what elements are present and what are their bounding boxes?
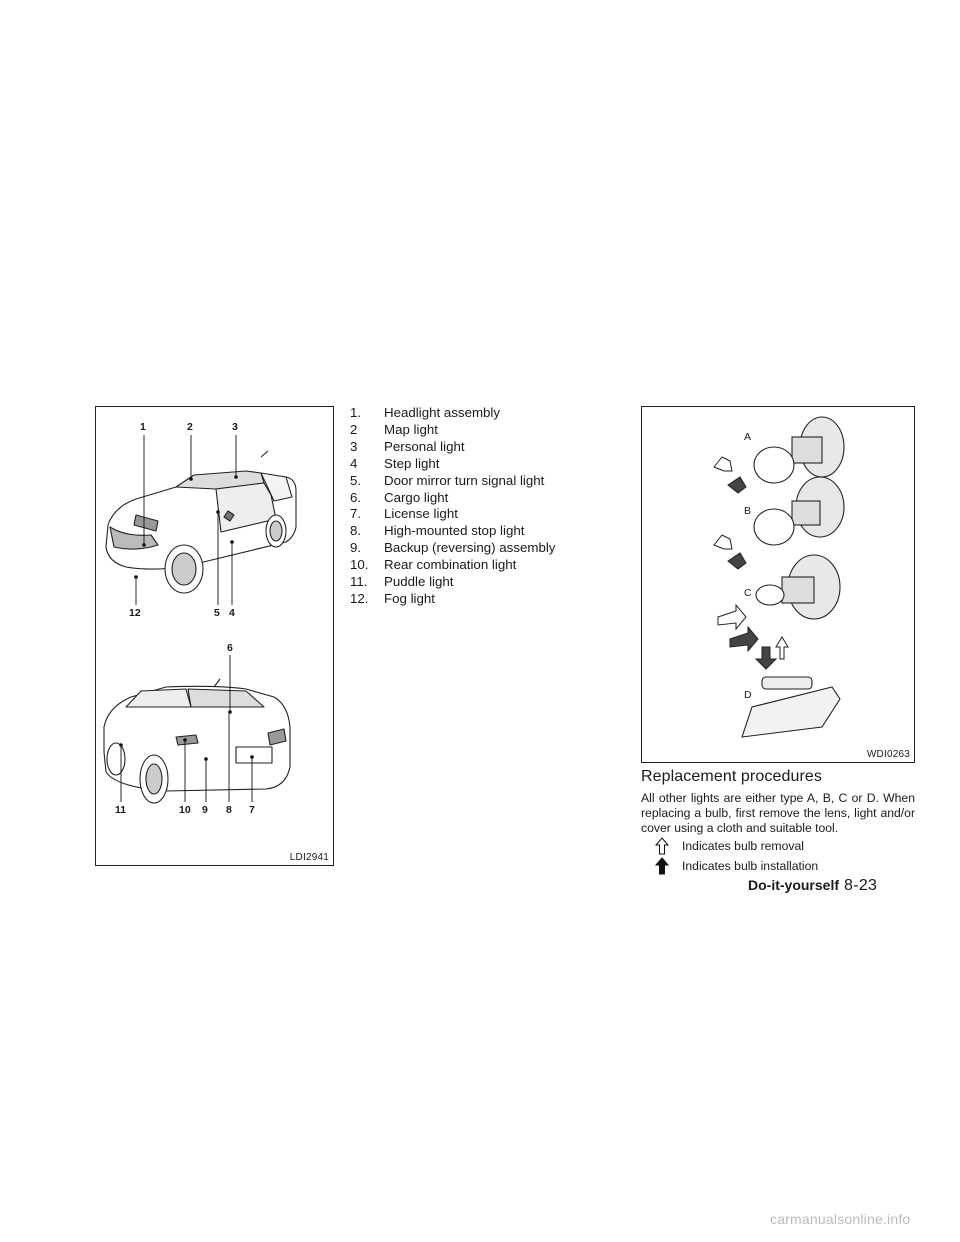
callout-11: 11 [115, 804, 127, 816]
section-body: All other lights are either type A, B, C… [641, 791, 915, 835]
list-item: 8.High-mounted stop light [350, 523, 525, 539]
vehicle-lights-figure: 1 2 3 12 5 4 6 11 10 9 8 7 LDI2941 [95, 406, 334, 866]
callout-6: 6 [227, 642, 233, 654]
callout-5: 5 [214, 607, 220, 619]
callout-7: 7 [249, 804, 255, 816]
legend-installation: Indicates bulb installation [655, 857, 818, 875]
list-item: 6.Cargo light [350, 489, 449, 505]
callout-4: 4 [229, 607, 235, 619]
list-item: 10.Rear combination light [350, 557, 517, 573]
solid-up-arrow-icon [655, 857, 669, 875]
page-footer: Do-it-yourself 8-23 [748, 877, 877, 895]
callout-12: 12 [129, 607, 141, 619]
bulb-illustration [713, 416, 845, 738]
figure-code: WDI0263 [866, 749, 910, 760]
list-item: 7.License light [350, 506, 458, 522]
vehicle-illustration [103, 435, 297, 804]
outline-up-arrow-icon [655, 837, 669, 855]
watermark: carmanualsonline.info [770, 1211, 911, 1227]
bulb-label-c: C [744, 587, 752, 599]
figure-code: LDI2941 [289, 852, 329, 863]
bulb-types-figure: A B C D WDI0263 [641, 406, 915, 763]
list-item: 1.Headlight assembly [350, 405, 501, 420]
callout-8: 8 [226, 804, 232, 816]
callout-3: 3 [232, 421, 238, 433]
list-item: 11.Puddle light [350, 574, 454, 590]
footer-section-name: Do-it-yourself [748, 877, 839, 893]
callout-10: 10 [179, 804, 191, 816]
callout-1: 1 [140, 421, 146, 433]
list-item: 12.Fog light [350, 590, 435, 606]
bulb-label-d: D [744, 689, 752, 701]
bulb-label-b: B [744, 505, 752, 517]
list-item: 5.Door mirror turn signal light [350, 472, 545, 488]
section-heading: Replacement procedures [641, 768, 822, 785]
callout-2: 2 [187, 421, 193, 433]
callout-9: 9 [202, 804, 208, 816]
bulb-label-a: A [744, 431, 752, 443]
page-number: 8-23 [844, 877, 878, 894]
legend-removal: Indicates bulb removal [655, 837, 804, 855]
list-item: 9.Backup (reversing) assembly [350, 540, 556, 556]
